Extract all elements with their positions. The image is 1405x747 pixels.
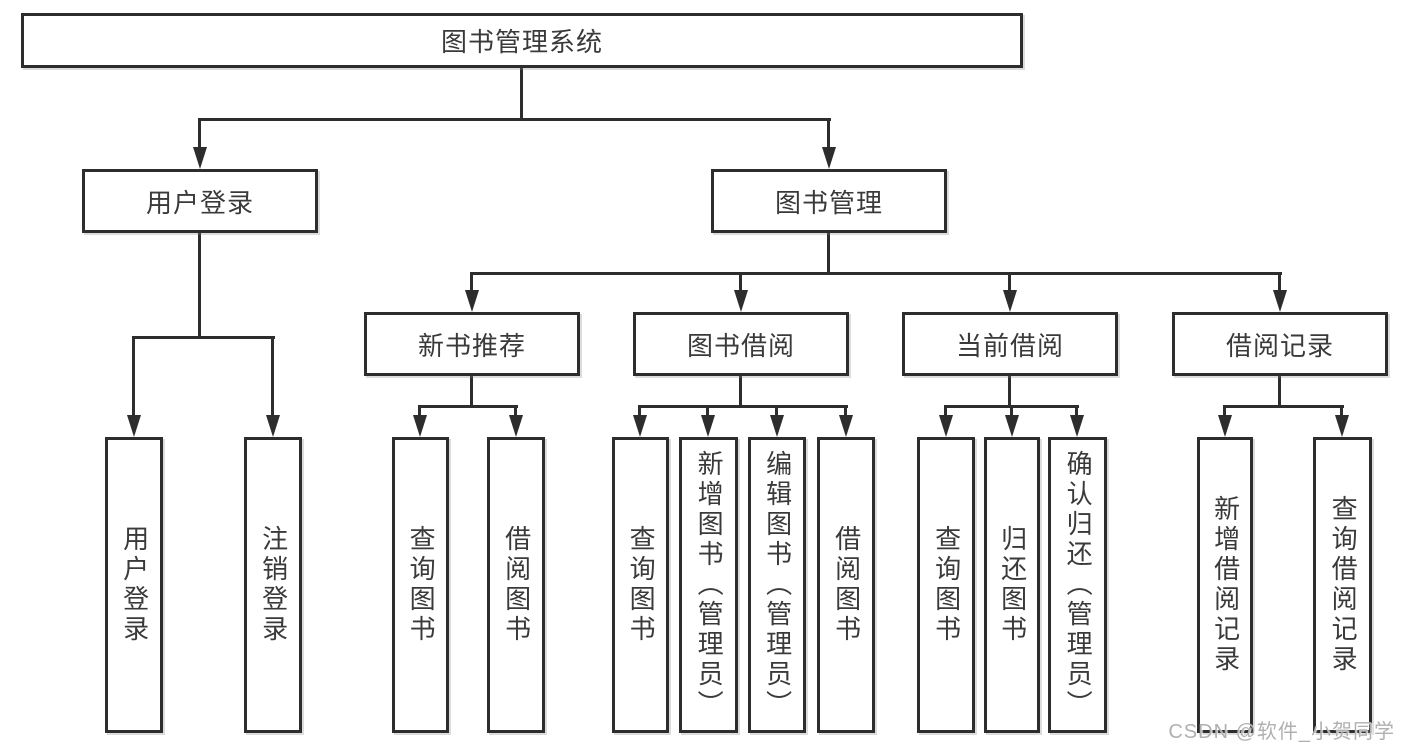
connector-drop-new-book-recommend <box>470 272 473 291</box>
connector-drop-add-book-admin <box>706 405 709 417</box>
connector-borrowing-bar <box>638 405 848 408</box>
arrowhead-query-books-recommend <box>413 415 427 437</box>
arrowhead-query-books-borrowing <box>633 415 647 437</box>
connector-root-stem <box>520 68 523 120</box>
arrowhead-current-borrowing <box>1003 290 1017 312</box>
leaf-query-borrow-record: 查询借阅记录 <box>1313 437 1372 733</box>
connector-drop-add-borrow-record <box>1223 405 1226 417</box>
csdn-watermark: CSDN @软件_小贺同学 <box>1168 721 1395 743</box>
leaf-confirm-return-admin: 确认归还（管理员） <box>1048 437 1107 733</box>
arrowhead-return-books <box>1005 415 1019 437</box>
connector-drop-query-books-recommend <box>418 405 421 417</box>
node-user-login: 用户登录 <box>82 169 318 233</box>
leaf-user-login: 用户登录 <box>105 437 163 733</box>
arrowhead-query-books-current <box>939 415 953 437</box>
leaf-add-book-admin: 新增图书（管理员） <box>679 437 738 733</box>
connector-drop-query-borrow-record <box>1340 405 1343 417</box>
leaf-query-books-current: 查询图书 <box>917 437 975 733</box>
connector-drop-query-books-borrowing <box>638 405 641 417</box>
connector-book-management-bar <box>470 272 1282 275</box>
leaf-edit-book-admin: 编辑图书（管理员） <box>748 437 806 733</box>
connector-drop-edit-book-admin <box>775 405 778 417</box>
leaf-query-books-borrowing: 查询图书 <box>612 437 669 733</box>
node-book-management: 图书管理 <box>711 169 947 233</box>
connector-drop-return-books <box>1010 405 1013 417</box>
leaf-borrow-books-borrowing: 借阅图书 <box>817 437 875 733</box>
connector-drop-query-books-current <box>944 405 947 417</box>
connector-drop-leaf-logout <box>271 336 274 416</box>
connector-drop-book-management <box>827 118 830 149</box>
arrowhead-book-management <box>822 147 836 169</box>
connector-records-stem <box>1278 376 1281 407</box>
arrowhead-edit-book-admin <box>770 415 784 437</box>
connector-root-bar <box>198 118 831 121</box>
connector-book-management-stem <box>827 233 830 274</box>
connector-recommend-stem <box>470 376 473 407</box>
connector-drop-user-login <box>198 118 201 149</box>
arrowhead-leaf-user-login <box>127 415 141 437</box>
connector-drop-leaf-user-login <box>132 336 135 416</box>
connector-drop-book-borrowing <box>739 272 742 291</box>
connector-user-login-stem <box>198 233 201 338</box>
node-new-book-recommend: 新书推荐 <box>364 312 580 376</box>
connector-drop-borrowing-records <box>1278 272 1281 291</box>
arrowhead-user-login <box>193 147 207 169</box>
connector-user-login-bar <box>132 336 275 339</box>
connector-drop-confirm-return <box>1075 405 1078 417</box>
arrowhead-borrowing-records <box>1273 290 1287 312</box>
connector-drop-borrow-books-borrowing <box>844 405 847 417</box>
node-current-borrowing: 当前借阅 <box>902 312 1118 376</box>
node-book-borrowing: 图书借阅 <box>633 312 849 376</box>
node-library-management-system: 图书管理系统 <box>21 13 1023 68</box>
connector-drop-borrow-books-recommend <box>514 405 517 417</box>
arrowhead-borrow-books-borrowing <box>839 415 853 437</box>
leaf-logout: 注销登录 <box>244 437 302 733</box>
leaf-borrow-books-recommend: 借阅图书 <box>487 437 545 733</box>
arrowhead-new-book-recommend <box>465 290 479 312</box>
arrowhead-add-book-admin <box>701 415 715 437</box>
arrowhead-leaf-logout <box>266 415 280 437</box>
arrowhead-borrow-books-recommend <box>509 415 523 437</box>
arrowhead-query-borrow-record <box>1335 415 1349 437</box>
connector-records-bar <box>1223 405 1344 408</box>
leaf-return-books: 归还图书 <box>984 437 1040 733</box>
arrowhead-add-borrow-record <box>1218 415 1232 437</box>
arrowhead-confirm-return <box>1070 415 1084 437</box>
arrowhead-book-borrowing <box>734 290 748 312</box>
connector-drop-current-borrowing <box>1008 272 1011 291</box>
leaf-query-books-recommend: 查询图书 <box>392 437 449 733</box>
connector-borrowing-stem <box>739 376 742 407</box>
connector-recommend-bar <box>418 405 518 408</box>
leaf-add-borrow-record: 新增借阅记录 <box>1197 437 1253 733</box>
node-borrowing-records: 借阅记录 <box>1172 312 1388 376</box>
connector-current-stem <box>1008 376 1011 407</box>
